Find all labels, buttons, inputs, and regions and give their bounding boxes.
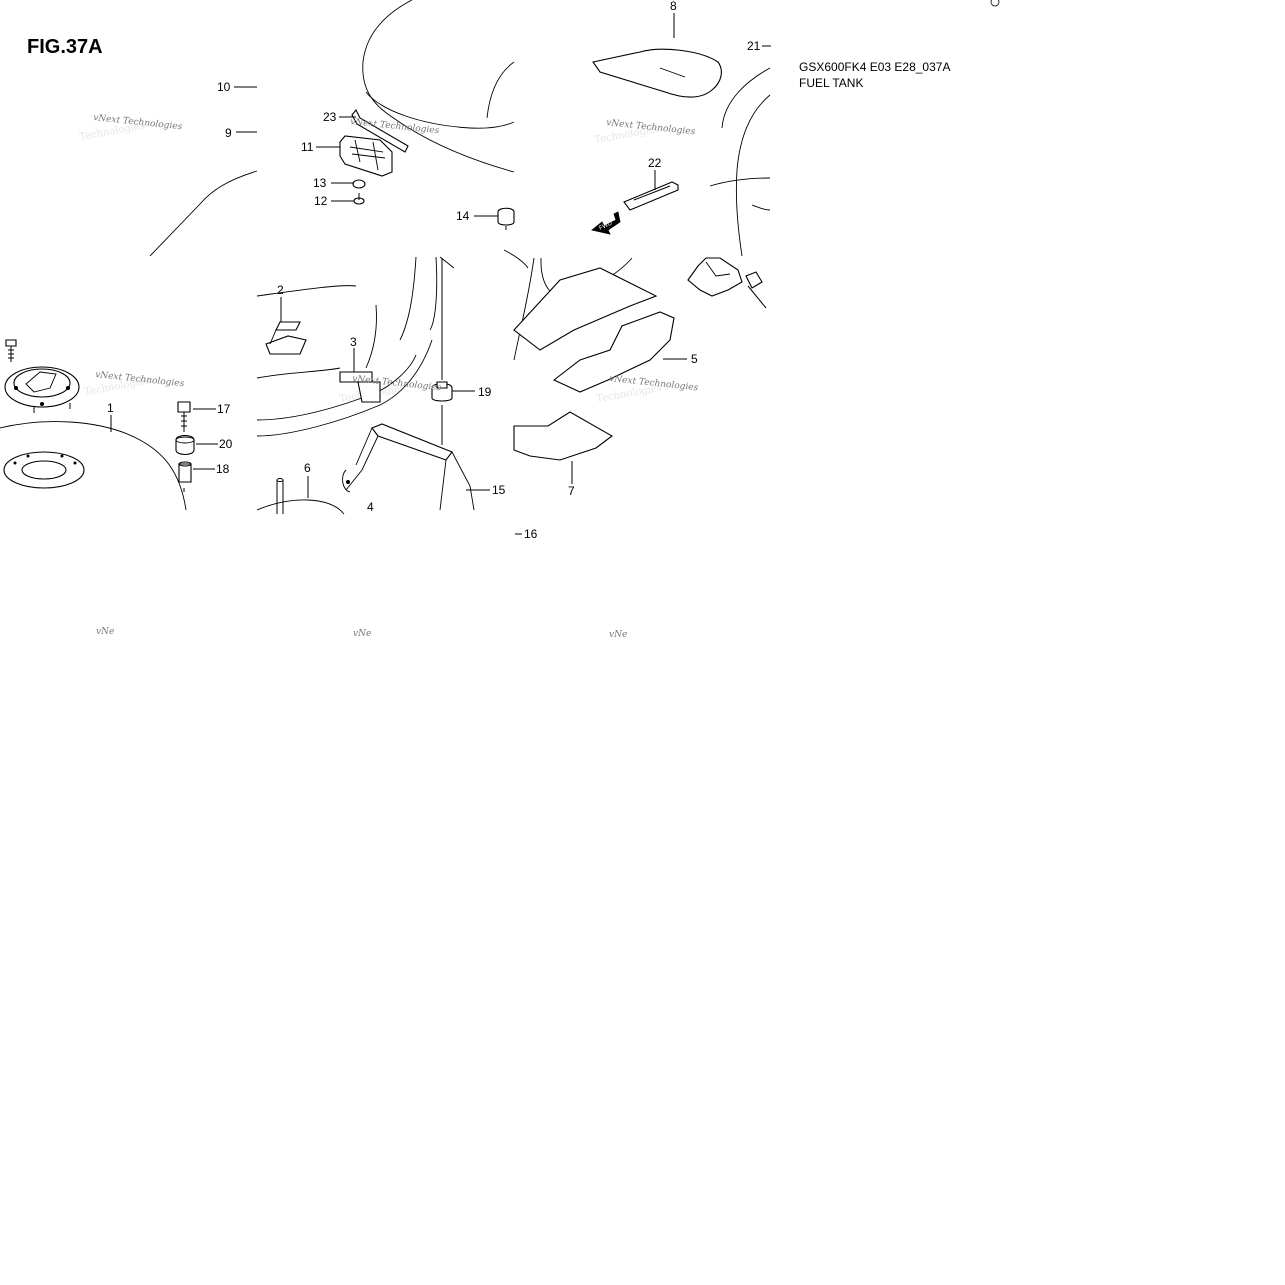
part-15-bracket xyxy=(342,423,475,511)
part-13-washer xyxy=(352,179,366,189)
callout-3: 3 xyxy=(350,335,357,349)
panel-tank-top-right: FWD xyxy=(591,48,722,235)
callout-8: 8 xyxy=(670,0,677,13)
diagram-info: GSX600FK4 E03 E28_037A FUEL TANK xyxy=(799,59,950,91)
model-code: GSX600FK4 E03 E28_037A xyxy=(799,60,951,74)
figure-title: FIG.37A xyxy=(27,36,103,58)
part-6-cap xyxy=(256,478,345,515)
callout-19: 19 xyxy=(478,385,492,399)
fuel-cap xyxy=(4,366,80,413)
callout-9: 9 xyxy=(225,126,232,140)
callout-17: 17 xyxy=(217,402,231,416)
callout-23: 23 xyxy=(323,110,337,124)
callout-1: 1 xyxy=(107,401,114,415)
callout-12: 12 xyxy=(314,194,328,208)
part-14-cushion xyxy=(497,207,515,230)
callout-20: 20 xyxy=(219,437,233,451)
part-18-collar xyxy=(178,461,192,483)
watermark-fragment: vNe xyxy=(609,630,627,640)
panel-part-21 xyxy=(687,257,767,309)
callout-13: 13 xyxy=(313,176,327,190)
panel-fuel-cap-area xyxy=(0,339,195,511)
part-8-pad xyxy=(592,48,722,98)
panel-pads xyxy=(503,249,675,461)
callout-4: 4 xyxy=(367,500,374,514)
part-20-grommet xyxy=(175,434,195,456)
cap-bolt xyxy=(5,339,17,362)
part-3-clamp xyxy=(339,371,381,403)
callout-2: 2 xyxy=(277,283,284,297)
callout-15: 15 xyxy=(492,483,506,497)
fwd-arrow-icon: FWD xyxy=(591,211,621,235)
callout-11: 11 xyxy=(301,140,314,154)
part-5-pad xyxy=(552,311,675,393)
svg-text:FWD: FWD xyxy=(598,220,614,231)
callout-6: 6 xyxy=(304,461,311,475)
part-19-cushion xyxy=(431,258,453,445)
part-1-fuel-tank xyxy=(0,421,187,511)
assembly-name: FUEL TANK xyxy=(799,76,864,90)
watermark-fragment: vNe xyxy=(353,629,371,639)
panel-tank-side-right xyxy=(709,0,1000,257)
callout-21: 21 xyxy=(747,39,761,53)
part-12-screw xyxy=(353,193,365,205)
watermark-text: vNext Technologies xyxy=(350,117,440,136)
panel-tank-top-left xyxy=(149,170,258,257)
callout-7: 7 xyxy=(568,484,575,498)
callout-14: 14 xyxy=(456,209,470,223)
part-7-pad xyxy=(513,411,613,461)
part-22-clip xyxy=(623,181,679,211)
part-11-bracket xyxy=(339,135,393,177)
callout-16: 16 xyxy=(524,527,538,541)
panel-tank-top-middle xyxy=(339,0,515,230)
part-2-emblem xyxy=(265,321,307,355)
callout-5: 5 xyxy=(691,352,698,366)
watermark-fragment: vNe xyxy=(96,627,114,637)
part-17-bolt xyxy=(177,401,191,432)
callout-labels: 1 2 3 4 5 6 7 8 9 10 11 12 13 14 15 16 1… xyxy=(107,0,761,541)
callout-18: 18 xyxy=(216,462,230,476)
panel-emblem-bracket xyxy=(256,256,475,515)
callout-22: 22 xyxy=(648,156,662,170)
leader-lines xyxy=(110,13,771,535)
callout-10: 10 xyxy=(217,80,231,94)
